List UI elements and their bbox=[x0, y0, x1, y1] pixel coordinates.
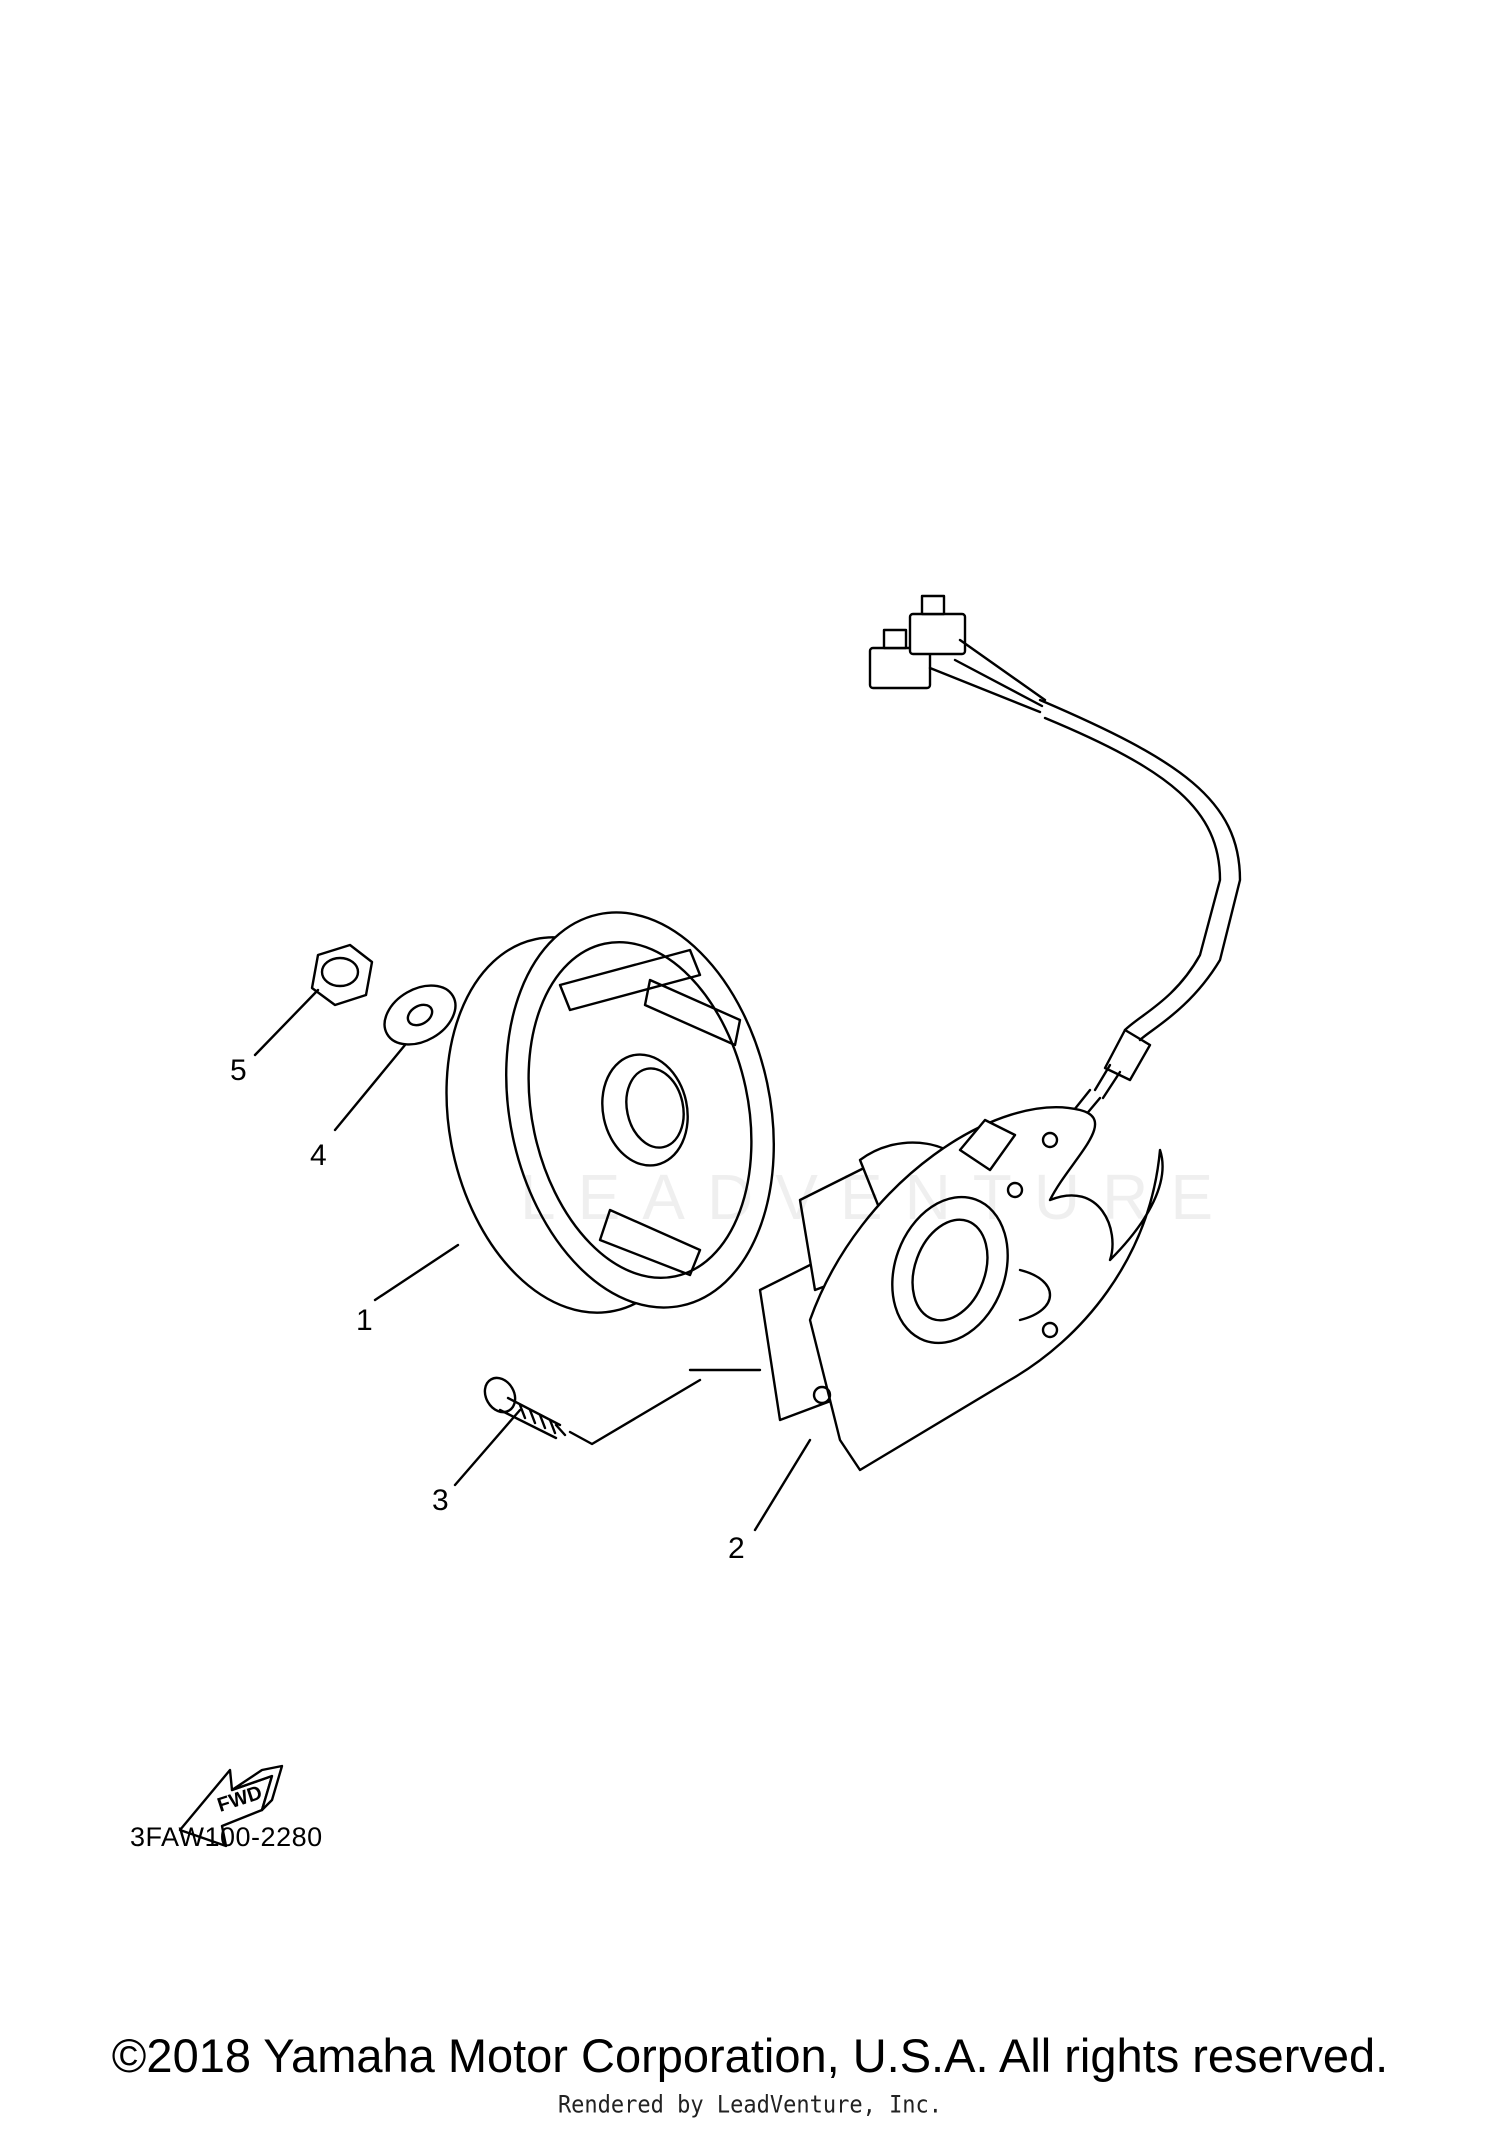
hex-nut bbox=[310, 943, 374, 1007]
callout-3: 3 bbox=[432, 1484, 449, 1517]
washer bbox=[383, 984, 457, 1046]
callout-2: 2 bbox=[728, 1532, 745, 1565]
callout-4: 4 bbox=[310, 1139, 327, 1172]
diagram-code: 3FAW100-2280 bbox=[130, 1822, 323, 1852]
leader-lines bbox=[253, 988, 812, 1532]
watermark: LEADVENTURE bbox=[520, 1161, 1235, 1233]
bolt bbox=[483, 1376, 702, 1446]
stator-assembly bbox=[688, 1106, 1164, 1472]
wire-harness bbox=[868, 594, 1242, 1150]
flywheel-rotor bbox=[445, 911, 775, 1314]
fwd-arrow-icon: FWD bbox=[178, 1764, 284, 1848]
callout-1: 1 bbox=[356, 1304, 373, 1337]
rendered-by-notice: Rendered by LeadVenture, Inc. bbox=[557, 2091, 943, 2120]
callout-5: 5 bbox=[230, 1054, 247, 1087]
copyright-notice: ©2018 Yamaha Motor Corporation, U.S.A. A… bbox=[111, 2029, 1389, 2082]
